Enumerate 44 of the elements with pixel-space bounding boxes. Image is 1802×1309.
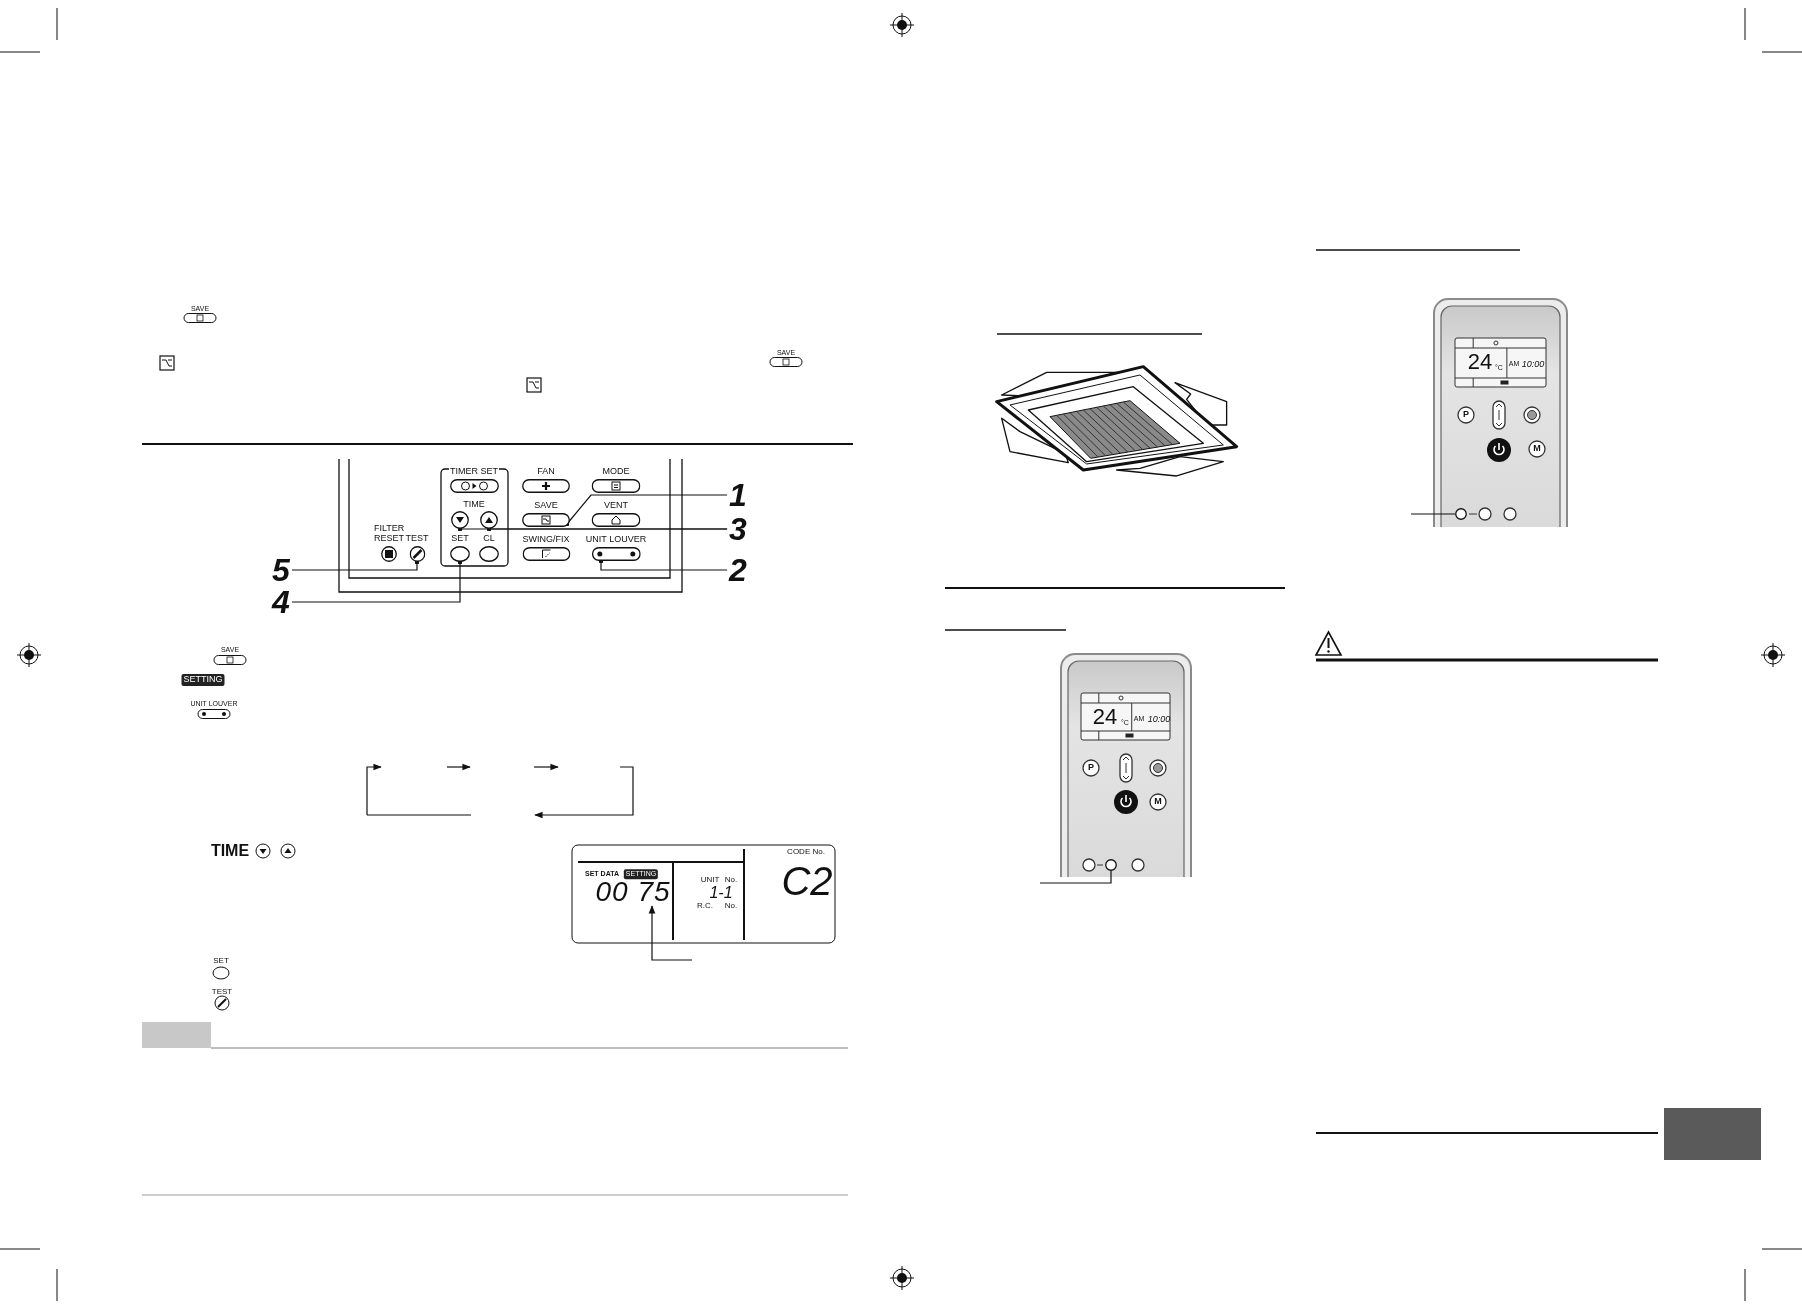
lcd-text: CODE No. <box>787 847 825 857</box>
button-label: FAN <box>536 466 556 476</box>
button-label: TEST <box>404 533 430 543</box>
leader-line <box>1410 513 1456 515</box>
lcd-digits: C2 <box>781 859 833 903</box>
leader-line <box>291 559 463 603</box>
instruction-label: TIME <box>210 842 250 860</box>
button-label: SWING/FIX <box>521 534 571 544</box>
button-label: SAVE <box>533 500 559 510</box>
button-caption: SET <box>213 956 229 966</box>
button-caption: TEST <box>211 987 233 997</box>
button-label: P <box>1088 763 1094 773</box>
callout-number: 5 <box>270 554 292 586</box>
panel-label: TIME <box>463 500 485 510</box>
callout-number: 3 <box>727 513 749 545</box>
lcd-text: No. <box>724 875 738 885</box>
lcd-digits: 24 <box>1467 349 1493 375</box>
button-label: P <box>1463 410 1469 420</box>
button-label: M <box>1533 444 1541 454</box>
leader-line <box>648 905 693 961</box>
lcd-text: No. <box>724 901 738 911</box>
button-label: SET <box>450 533 470 543</box>
button-label: VENT <box>603 500 629 510</box>
leader-line <box>564 494 728 527</box>
button-label: MODE <box>601 466 631 476</box>
lcd-digits: 10:00 <box>1147 715 1171 725</box>
lcd-text: UNIT <box>700 875 720 885</box>
callout-number: 1 <box>727 479 749 511</box>
leader-line <box>598 558 728 571</box>
callout-number: 2 <box>727 554 749 586</box>
callout-number: 4 <box>270 586 292 618</box>
status-badge: SETTING <box>181 674 225 686</box>
button-label: TIMER SET <box>449 466 499 476</box>
leader-line <box>1039 870 1112 884</box>
button-label: FILTER RESET <box>373 523 405 543</box>
lcd-text: R.C. <box>697 901 713 911</box>
button-label: UNIT LOUVER <box>584 534 648 544</box>
button-label: CL <box>482 533 496 543</box>
lcd-digits: 00 75 <box>595 878 671 906</box>
lcd-digits: 1-1 <box>709 884 733 902</box>
leader-line <box>291 559 420 571</box>
lcd-digits: 24 <box>1092 704 1118 730</box>
lcd-digits: 10:00 <box>1521 360 1545 370</box>
button-label: M <box>1154 797 1162 807</box>
